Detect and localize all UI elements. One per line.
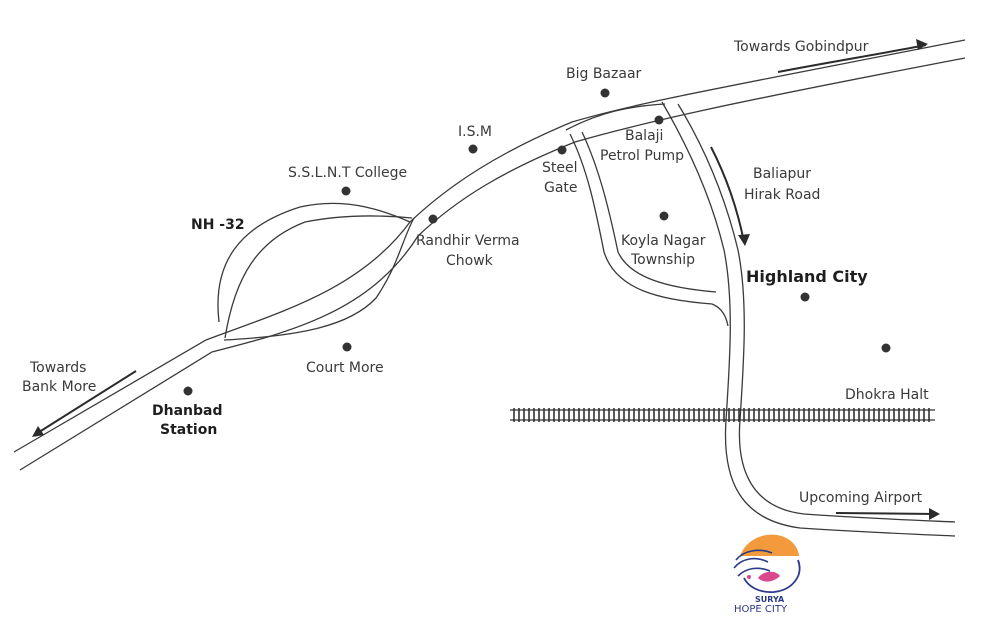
gobindpur-label: Towards Gobindpur: [733, 39, 869, 55]
randhir-label-line2: Chowk: [446, 253, 494, 269]
court-more-road: [223, 217, 415, 341]
logo-wave-3: [737, 567, 771, 577]
court-more-label: Court More: [306, 360, 384, 376]
arrow-airport: [835, 512, 937, 515]
arrow-bank-more: [35, 370, 137, 435]
steel-gate-marker: [557, 145, 567, 155]
city-loop-road-inner: [224, 215, 413, 339]
steel-gate-label-line1: Steel: [542, 160, 578, 176]
dhanbad-station-marker: [183, 386, 193, 396]
nh32-label: NH -32: [191, 217, 245, 233]
court-more-marker: [342, 342, 352, 352]
koyla-label-line2: Township: [630, 252, 695, 268]
dhokra-halt-label: Dhokra Halt: [845, 387, 929, 403]
logo-wave-1: [735, 549, 773, 561]
direction-arrows: [32, 39, 940, 520]
nh32-road: [13, 39, 966, 453]
dhokra-halt-marker: [881, 343, 891, 353]
arrow-baliapur-head: [738, 234, 750, 246]
randhir-label-line1: Randhir Verma: [416, 233, 520, 249]
logo-wave-2: [733, 557, 769, 569]
sslnt-label: S.S.L.N.T College: [288, 165, 407, 181]
koyla-nagar-marker: [659, 211, 669, 221]
arrow-airport-head: [929, 508, 940, 520]
koyla-label-line1: Koyla Nagar: [621, 233, 706, 249]
arrow-baliapur: [710, 146, 745, 243]
koyla-nagar-road: [569, 133, 729, 327]
railway-track: [510, 408, 935, 422]
big-bazaar-marker: [600, 88, 610, 98]
city-loop-road: [217, 202, 411, 323]
sslnt-college-marker: [341, 186, 351, 196]
logo-brand-bottom: HOPE CITY: [734, 604, 788, 615]
highland-city-label: Highland City: [746, 267, 868, 286]
bank-more-label-line1: Towards: [29, 360, 86, 376]
dhanbad-label-line2: Station: [160, 422, 217, 438]
roads: [13, 39, 966, 537]
airport-label: Upcoming Airport: [799, 490, 923, 506]
steel-gate-label-line2: Gate: [544, 180, 578, 196]
surya-hope-city-logo: SURYA HOPE CITY: [733, 534, 801, 615]
balaji-label-line1: Balaji: [625, 128, 663, 144]
randhir-marker: [428, 214, 438, 224]
ism-label: I.S.M: [458, 124, 492, 140]
balaji-marker: [654, 115, 664, 125]
map-labels: Towards Gobindpur Big Bazaar I.S.M S.S.L…: [22, 39, 929, 506]
highland-city-marker: [800, 292, 810, 302]
koyla-nagar-road-inner: [581, 131, 717, 293]
baliapur-label-line1: Baliapur: [753, 166, 811, 182]
arrow-bank-more-head: [32, 426, 44, 437]
bank-more-label-line2: Bank More: [22, 379, 96, 395]
dhanbad-label-line1: Dhanbad: [152, 403, 223, 419]
nh32-road-inner: [19, 57, 966, 471]
baliapur-label-line2: Hirak Road: [744, 187, 820, 203]
logo-brand-top: SURYA: [755, 595, 785, 604]
logo-dot: [747, 575, 751, 579]
arrow-gobindpur: [777, 44, 927, 73]
big-bazaar-label: Big Bazaar: [566, 66, 642, 82]
location-markers: [183, 88, 891, 396]
ism-marker: [468, 144, 478, 154]
logo-fish: [758, 571, 780, 582]
arrow-gobindpur-head: [916, 39, 928, 50]
balaji-label-line2: Petrol Pump: [600, 148, 684, 164]
balaji-link-road: [565, 103, 666, 131]
logo-swirl: [743, 559, 801, 593]
